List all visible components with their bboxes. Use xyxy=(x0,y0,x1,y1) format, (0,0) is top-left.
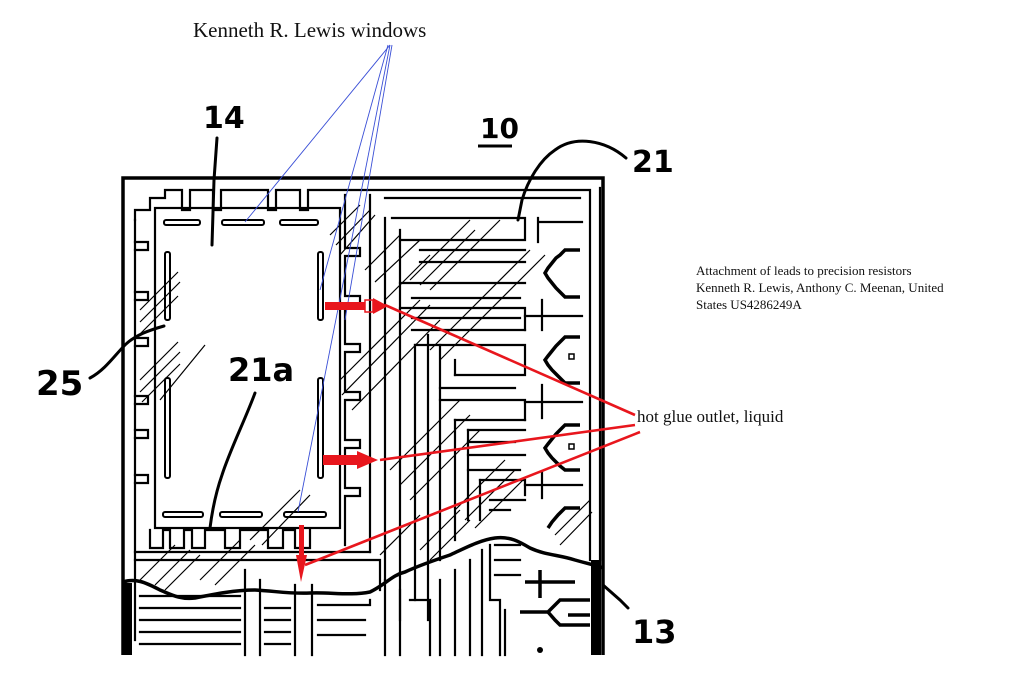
window-slot xyxy=(317,251,324,321)
window-slot xyxy=(164,251,171,321)
ref-21: 21 xyxy=(632,145,674,180)
terminal-t xyxy=(523,298,584,332)
window-inner xyxy=(153,206,342,530)
window-slot xyxy=(317,377,324,479)
glue-outlet-arrows xyxy=(296,298,641,582)
window-pointer-lines xyxy=(244,44,393,513)
terminal-t xyxy=(536,216,584,244)
reference-numerals: 14 10 21 25 21a 13 xyxy=(36,101,677,651)
resistor-zigzag xyxy=(542,423,580,472)
patent-info-line3: States US4286249A xyxy=(696,297,802,312)
glue-outlet-label: hot glue outlet, liquid xyxy=(637,407,784,426)
window-slot xyxy=(163,219,201,226)
patent-info-line1: Attachment of leads to precision resisto… xyxy=(696,263,912,278)
window-pointer xyxy=(319,44,389,291)
lower-traces xyxy=(133,543,590,657)
break-line xyxy=(122,535,604,601)
window-slot xyxy=(283,511,327,518)
ref-21a: 21a xyxy=(228,351,294,389)
resistor-zigzag xyxy=(546,506,580,529)
window-slot xyxy=(221,219,265,226)
window-pointer xyxy=(297,44,391,513)
window-pointer xyxy=(344,44,393,321)
resistor-zigzag xyxy=(542,335,580,385)
conductor-traces xyxy=(350,188,592,622)
terminal-t xyxy=(523,383,584,420)
patent-info: Attachment of leads to precision resisto… xyxy=(696,263,944,312)
patent-info-line2: Kenneth R. Lewis, Anthony C. Meenan, Uni… xyxy=(696,280,944,295)
resistor-zigzag xyxy=(542,248,580,299)
window-slot xyxy=(279,219,319,226)
ref-13: 13 xyxy=(632,613,677,651)
window-pointer xyxy=(244,44,391,223)
ref-25: 25 xyxy=(36,364,83,404)
window-frame-outer xyxy=(133,188,372,642)
resistor-terminals xyxy=(523,216,584,529)
window-slot xyxy=(162,511,204,518)
glue-leader xyxy=(379,423,636,462)
glue-leader xyxy=(384,303,636,417)
substrate-frame xyxy=(121,176,605,655)
window-slot xyxy=(164,377,171,479)
window-slot xyxy=(219,511,263,518)
ref-14: 14 xyxy=(203,101,245,136)
windows-label: Kenneth R. Lewis windows xyxy=(193,18,426,42)
glue-leader xyxy=(304,430,641,567)
terminal-t xyxy=(523,470,584,500)
ref-10: 10 xyxy=(480,112,519,145)
